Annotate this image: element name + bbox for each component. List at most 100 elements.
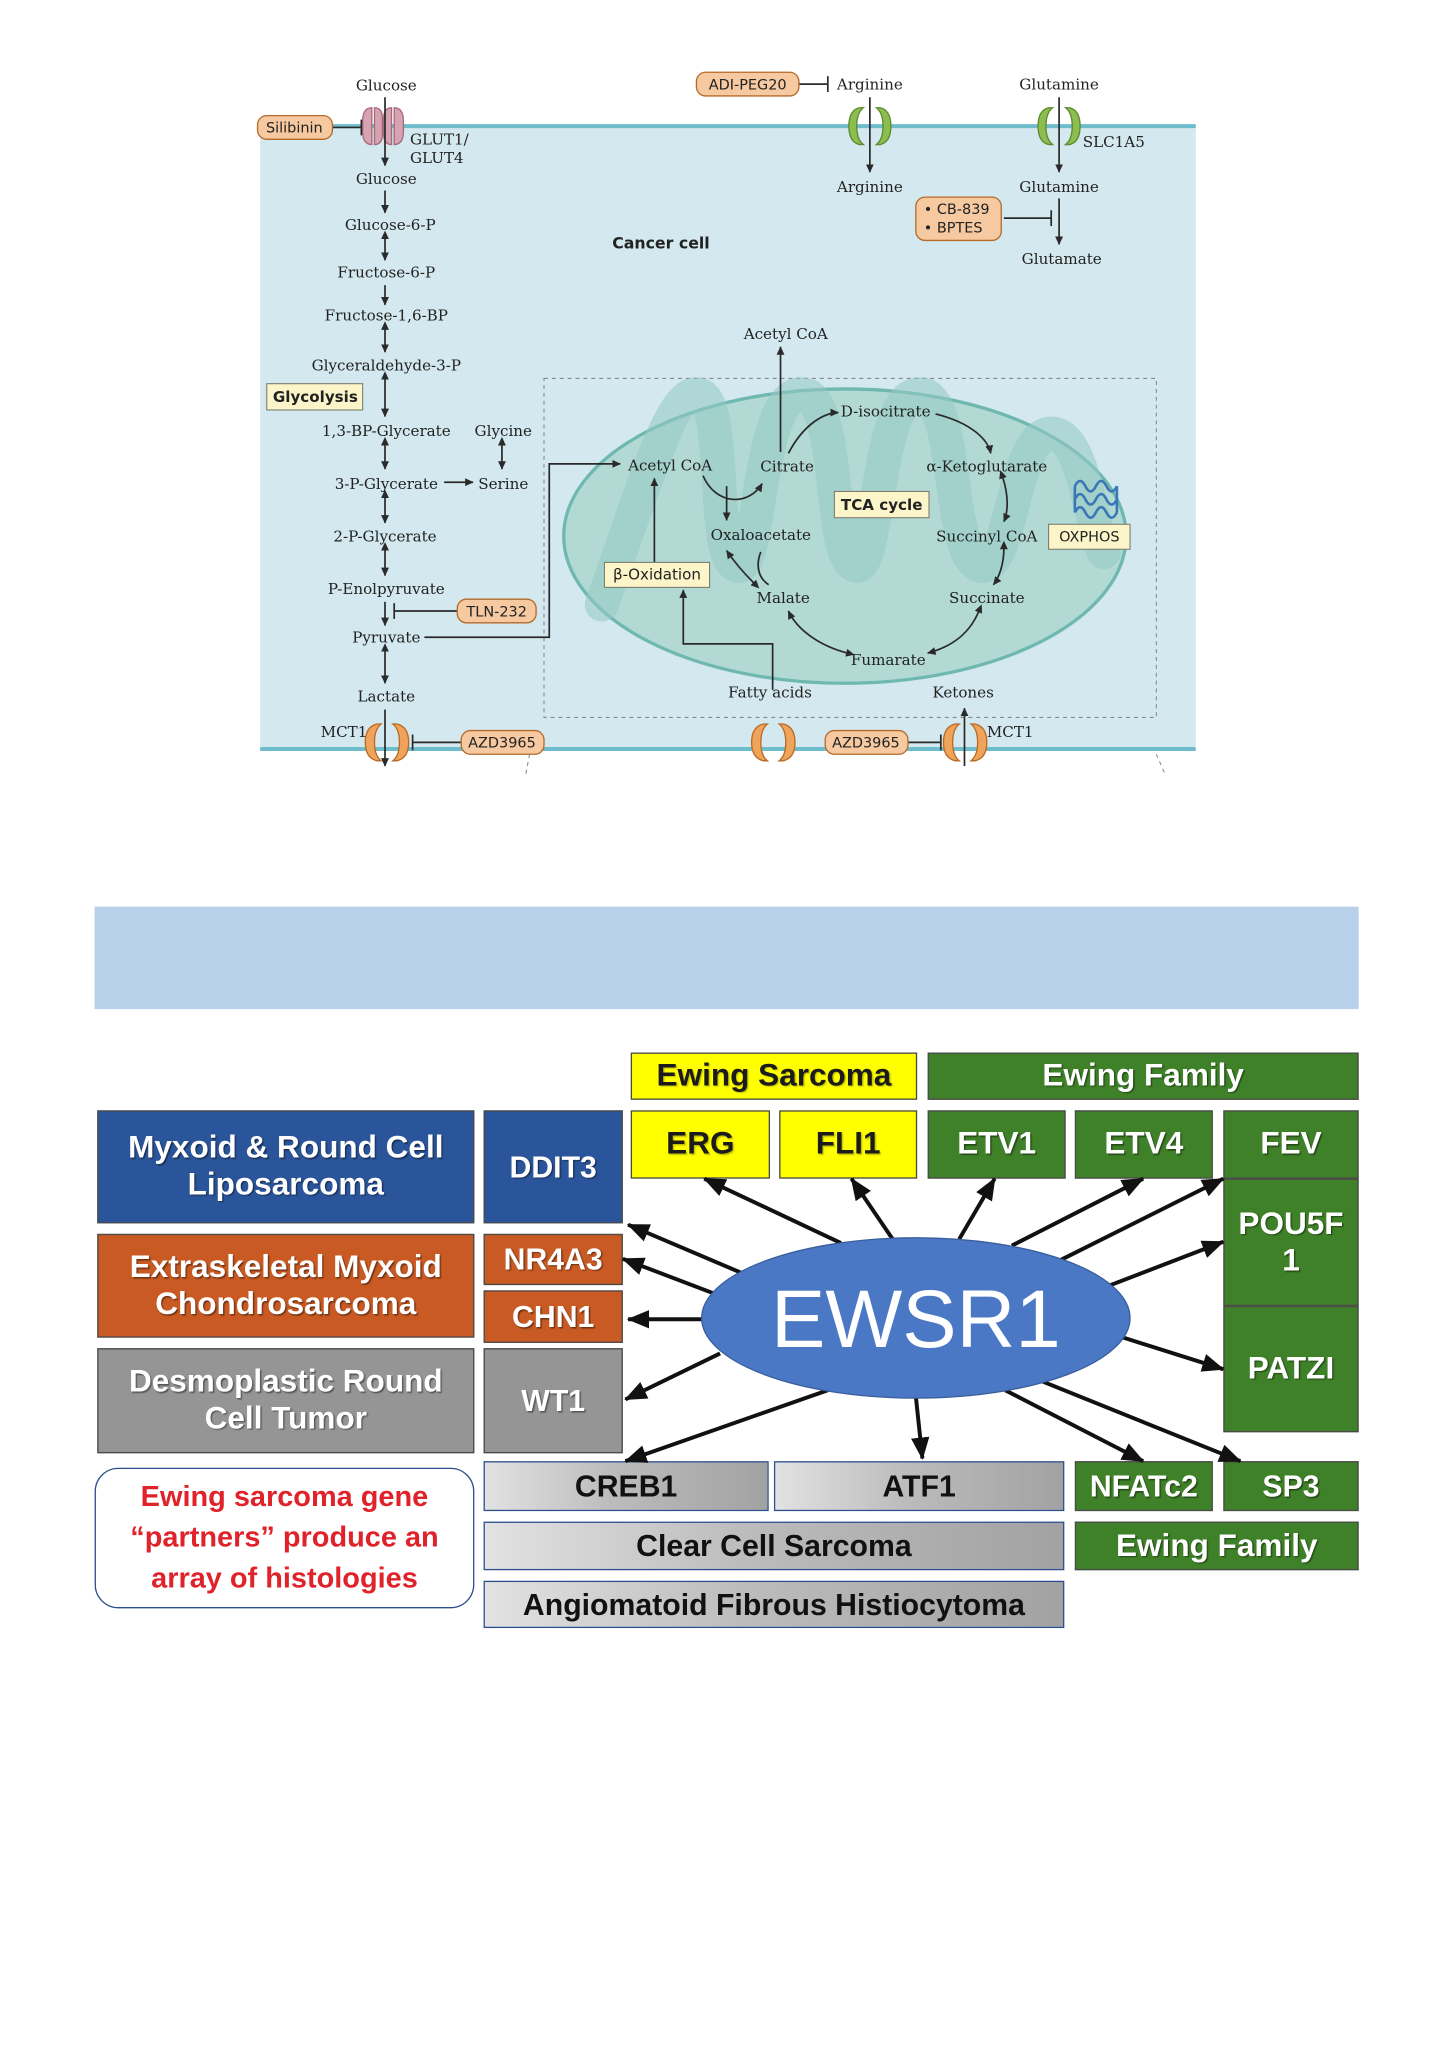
label-p-enolpyruvate: P-Enolpyruvate — [328, 580, 445, 598]
label-creb1: CREB1 — [574, 1468, 678, 1503]
label-tca-cycle: TCA cycle — [841, 496, 923, 514]
label-serine: Serine — [478, 475, 528, 493]
label-1-3-bp-glycerate: 1,3-BP-Glycerate — [322, 422, 451, 440]
arrow-to-nfatc2 — [1004, 1388, 1145, 1463]
label-atf1: ATF1 — [882, 1468, 956, 1503]
label-succinate: Succinate — [949, 589, 1025, 607]
inhibition-lines — [331, 76, 1053, 751]
label-alpha-ketoglutarate: α-Ketoglutarate — [926, 458, 1047, 476]
drug-azd3965-right: AZD3965 — [824, 729, 909, 755]
label-azd3965-right: AZD3965 — [832, 736, 900, 752]
label-citrate: Citrate — [760, 458, 814, 476]
label-azd3965-left: AZD3965 — [468, 736, 536, 752]
partner-nfatc2: NFATc2 — [1074, 1461, 1213, 1512]
label-fev: FEV — [1260, 1126, 1322, 1162]
label-glycine: Glycine — [475, 422, 532, 440]
disease-angiomatoid-fibrous-histiocytoma: Angiomatoid Fibrous Histiocytoma — [483, 1580, 1065, 1629]
label-etv4: ETV4 — [1104, 1126, 1184, 1162]
label-2-p-glycerate: 2-P-Glycerate — [333, 527, 436, 545]
arrow-to-creb1 — [624, 1388, 829, 1464]
label-pou5f1-line2: 1 — [1282, 1242, 1300, 1278]
label-myxoid-line1: Myxoid & Round Cell — [128, 1130, 444, 1167]
note-line1: Ewing sarcoma gene — [140, 1479, 429, 1513]
label-etv1: ETV1 — [957, 1126, 1037, 1162]
label-fumarate: Fumarate — [851, 651, 926, 669]
label-glutamine-in: Glutamine — [1019, 178, 1099, 196]
drug-tln-232: TLN-232 — [456, 598, 537, 624]
label-clear-cell-sarcoma: Clear Cell Sarcoma — [636, 1528, 912, 1563]
label-sp3: SP3 — [1262, 1468, 1320, 1503]
arrow-to-etv4 — [1010, 1176, 1145, 1248]
label-fatty-acids: Fatty acids — [728, 684, 812, 702]
partner-ddit3: DDIT3 — [483, 1110, 623, 1224]
mct1-left-transporter-icon — [364, 723, 410, 762]
label-oxphos: OXPHOS — [1059, 529, 1119, 545]
label-beta-oxidation: β-Oxidation — [613, 565, 701, 583]
partner-erg: ERG — [630, 1110, 771, 1179]
disease-extraskeletal-chondrosarcoma: Extraskeletal Myxoid Chondrosarcoma — [97, 1233, 475, 1338]
label-ewing-family-top: Ewing Family — [1042, 1058, 1244, 1094]
ewsr1-arrows: EWSR1 — [621, 1176, 1242, 1464]
label-acetyl-coa-mito: Acetyl CoA — [627, 456, 713, 474]
label-fructose-6-p: Fructose-6-P — [337, 263, 435, 281]
header-ewing-sarcoma: Ewing Sarcoma — [630, 1052, 918, 1100]
label-erg: ERG — [666, 1126, 735, 1162]
label-ewsr1: EWSR1 — [771, 1274, 1061, 1365]
label-ketones: Ketones — [932, 684, 993, 702]
header-ewing-family-top: Ewing Family — [927, 1052, 1359, 1100]
partner-fev: FEV — [1223, 1110, 1359, 1179]
mitochondrion — [562, 377, 1128, 685]
label-desmoplastic-line2: Cell Tumor — [204, 1400, 367, 1437]
disease-desmoplastic-round-cell: Desmoplastic Round Cell Tumor — [97, 1348, 475, 1454]
label-fructose-1-6-bp: Fructose-1,6-BP — [325, 307, 448, 325]
mitochondrion-zoom-box — [543, 377, 1157, 718]
section-banner — [94, 906, 1359, 1010]
glycolysis-tag: Glycolysis — [266, 383, 364, 411]
label-glutamate: Glutamate — [1022, 250, 1102, 268]
partner-atf1: ATF1 — [773, 1461, 1065, 1512]
label-lactate: Lactate — [358, 688, 416, 706]
label-glutamine-out: Glutamine — [1019, 75, 1099, 93]
label-silibinin: Silibinin — [266, 121, 323, 137]
fatty-acid-transporter-icon — [750, 723, 796, 762]
label-patzi: PATZI — [1247, 1351, 1335, 1387]
note-line2: “partners” produce an — [130, 1520, 439, 1554]
partner-wt1: WT1 — [483, 1348, 623, 1454]
slc1a5-transporter-icon — [1037, 107, 1081, 146]
label-ewing-sarcoma: Ewing Sarcoma — [656, 1058, 892, 1094]
partner-sp3: SP3 — [1223, 1461, 1359, 1512]
label-glucose-in: Glucose — [356, 170, 417, 188]
oxphos-tag: OXPHOS — [1048, 523, 1131, 550]
drug-silibinin: Silibinin — [256, 114, 334, 140]
label-chn1: CHN1 — [512, 1299, 595, 1334]
label-fli1: FLI1 — [815, 1126, 881, 1162]
tca-cycle-tag: TCA cycle — [833, 490, 930, 519]
partner-chn1: CHN1 — [483, 1290, 623, 1343]
label-glyceraldehyde-3-p: Glyceraldehyde-3-P — [312, 357, 461, 375]
label-mct1-left: MCT1 — [321, 723, 368, 741]
label-slc1a5: SLC1A5 — [1083, 133, 1145, 151]
label-arginine-out: Arginine — [836, 75, 903, 93]
pathway-arrows — [381, 97, 1064, 767]
label-pou5f1-line1: POU5F — [1238, 1206, 1344, 1242]
partners-note: Ewing sarcoma gene “partners” produce an… — [94, 1467, 475, 1609]
label-nr4a3: NR4A3 — [503, 1242, 603, 1277]
label-nfatc2: NFATc2 — [1089, 1468, 1198, 1503]
label-glut4: GLUT4 — [410, 149, 464, 167]
partner-fli1: FLI1 — [779, 1110, 918, 1179]
label-wt1: WT1 — [521, 1383, 586, 1418]
partner-etv4: ETV4 — [1074, 1110, 1213, 1179]
partner-patzi: PATZI — [1223, 1306, 1359, 1433]
arrow-to-fev — [1056, 1176, 1225, 1264]
label-ddit3: DDIT3 — [509, 1149, 597, 1184]
arrow-to-sp3 — [1037, 1377, 1242, 1463]
label-cb839: • CB-839 — [924, 202, 990, 218]
label-myxoid-line2: Liposarcoma — [187, 1166, 384, 1203]
partner-etv1: ETV1 — [927, 1110, 1066, 1179]
arrow-to-patzi — [1122, 1335, 1225, 1372]
arrow-to-etv1 — [957, 1177, 997, 1241]
arrow-to-fli1 — [849, 1177, 896, 1242]
disease-clear-cell-sarcoma: Clear Cell Sarcoma — [483, 1521, 1065, 1571]
arrow-to-wt1 — [624, 1351, 721, 1402]
